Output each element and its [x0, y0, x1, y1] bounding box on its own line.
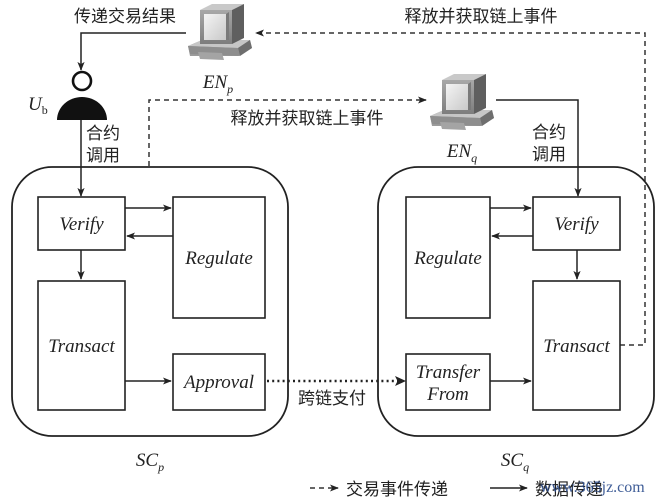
- return-result-edge: [77, 32, 186, 71]
- sc-p-approval-box: [172, 353, 266, 411]
- sc-q-label: SCq: [501, 450, 529, 474]
- cross-chain-arrowhead-icon: [395, 376, 406, 386]
- contract-call-p-label-2: 调用: [86, 146, 120, 166]
- watermark: www.365jz.com: [540, 479, 645, 496]
- sc-q-transact-label: Transact: [543, 336, 610, 357]
- sc-q-transfer-from-label-1: Transfer: [416, 362, 481, 383]
- legend-solid-label: 数据传递: [535, 480, 603, 500]
- sc-p-approval-label: Approval: [182, 372, 254, 393]
- sc-q-regulate-box: [405, 196, 491, 319]
- computer-icon: [430, 74, 494, 130]
- user-label: Ub: [28, 94, 48, 117]
- sc-q-transfer-from-box: [405, 353, 491, 411]
- computer-icon: [188, 4, 252, 60]
- contract-call-q-label-1: 合约: [532, 123, 566, 143]
- event-edge-q-to-en-p: [255, 29, 646, 346]
- sc-q-transact-box: [532, 280, 621, 411]
- sc-p-transact-box: [37, 280, 126, 411]
- legend: 交易事件传递 数据传递: [310, 480, 603, 500]
- release-events-top-label: 释放并获取链上事件: [405, 7, 558, 27]
- contract-call-q-label-2: 调用: [532, 145, 566, 165]
- user-node: Ub: [28, 70, 107, 120]
- user-head-icon: [71, 70, 93, 92]
- en-q-node: ENq: [430, 74, 494, 165]
- legend-dashed-label: 交易事件传递: [346, 480, 448, 500]
- sc-p-verify-box: [37, 196, 126, 251]
- sc-q-regulate-label: Regulate: [413, 248, 482, 269]
- return-result-label: 传递交易结果: [74, 7, 176, 27]
- sc-p-transact-label: Transact: [48, 336, 115, 357]
- sc-q-container: Regulate Verify Transact Transfer From S…: [377, 166, 655, 474]
- sc-p-container: Verify Regulate Transact Approval SCp: [11, 166, 289, 474]
- sc-q-verify-label: Verify: [554, 214, 599, 235]
- release-events-mid-label: 释放并获取链上事件: [231, 109, 384, 129]
- sc-q-boundary: [377, 166, 655, 437]
- sc-p-label: SCp: [136, 450, 164, 474]
- sc-p-regulate-label: Regulate: [184, 248, 253, 269]
- sc-p-regulate-box: [172, 196, 266, 319]
- en-p-node: ENp: [188, 4, 252, 96]
- sc-p-boundary: [11, 166, 289, 437]
- contract-call-p-label-1: 合约: [86, 124, 120, 144]
- sc-p-verify-label: Verify: [59, 214, 104, 235]
- en-p-label: ENp: [202, 72, 233, 96]
- sc-q-transfer-from-label-2: From: [426, 384, 469, 405]
- contract-call-edge-q: [496, 99, 582, 197]
- event-edge-p-to-en-q: [148, 96, 427, 166]
- user-body-icon: [57, 97, 107, 120]
- en-q-label: ENq: [446, 141, 477, 165]
- sc-q-verify-box: [532, 196, 621, 251]
- cross-chain-payment-label: 跨链支付: [298, 389, 366, 409]
